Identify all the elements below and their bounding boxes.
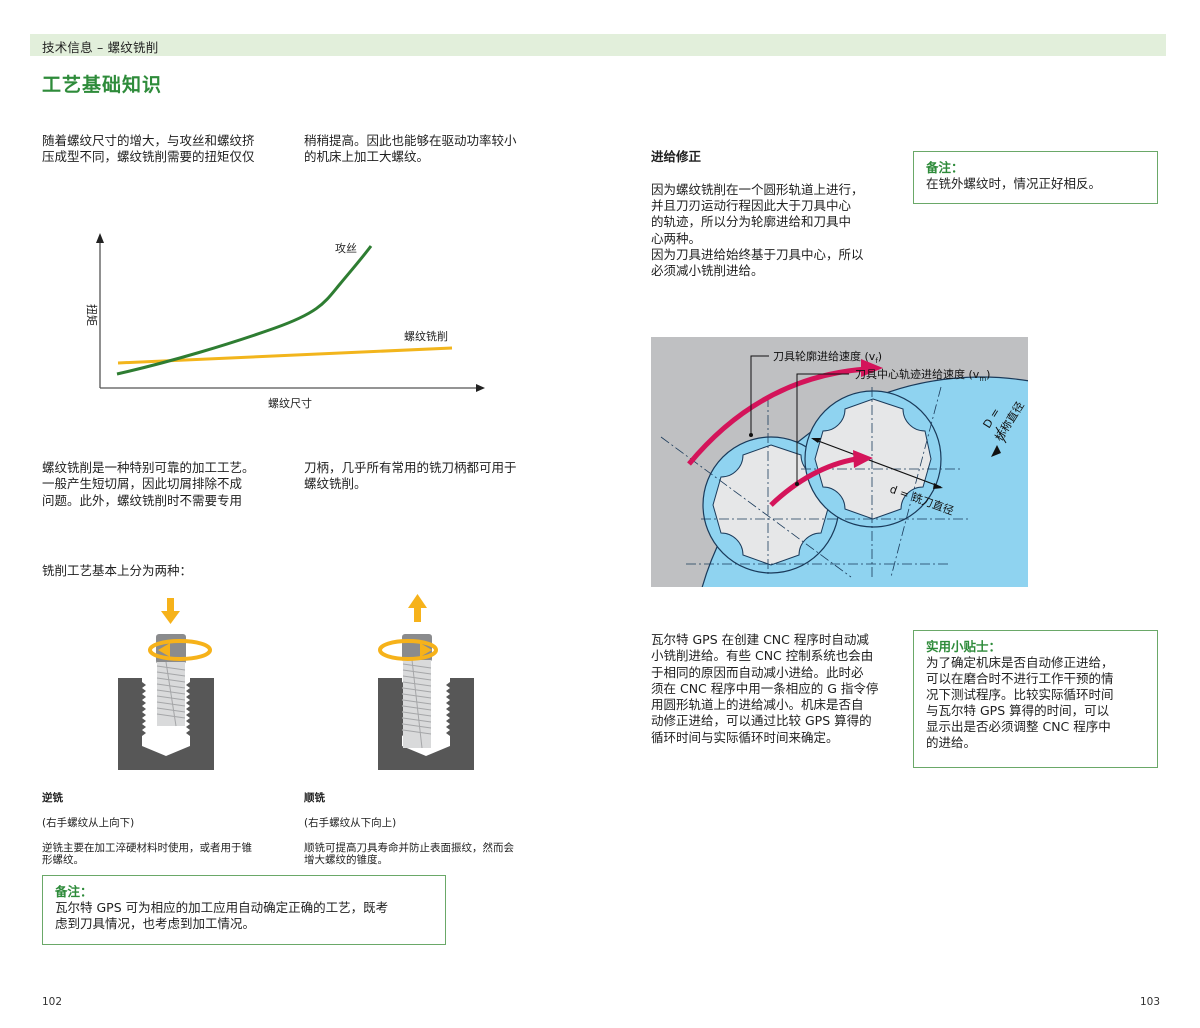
feed-correction-body: 因为螺纹铣削在一个圆形轨道上进行， 并且刀刃运动行程因此大于刀具中心 的轨迹，所… bbox=[651, 181, 864, 279]
climb-milling-title: 顺铣 bbox=[304, 791, 325, 804]
rotation-arrow-icon bbox=[148, 639, 212, 661]
section-header-bar: 技术信息 – 螺纹铣削 bbox=[30, 34, 1166, 56]
y-axis-arrow-icon bbox=[96, 233, 104, 243]
note-title: 备注： bbox=[55, 884, 93, 899]
gps-feed-paragraph: 瓦尔特 GPS 在创建 CNC 程序时自动减 小铣削进给。有些 CNC 控制系统… bbox=[651, 632, 879, 745]
contour-feed-leader bbox=[750, 355, 769, 435]
climb-milling-caption: 顺铣 (右手螺纹从下向上) 顺铣可提高刀具寿命并防止表面振纹，然而会 增大螺纹的… bbox=[304, 779, 564, 879]
conventional-milling-caption: 逆铣 (右手螺纹从上向下) 逆铣主要在加工淬硬材料时使用，或者用于锥 形螺纹。 bbox=[42, 779, 292, 879]
contour-feed-arrow bbox=[687, 366, 867, 466]
conventional-milling-illustration bbox=[118, 598, 214, 770]
climb-milling-subtitle: (右手螺纹从下向上) bbox=[304, 816, 397, 829]
feed-rate-diagram: 刀具轮廓进给速度 (vf) 刀具中心轨迹进给速度 (vm) d = 铣刀直径 D… bbox=[651, 337, 1028, 587]
note-body: 瓦尔特 GPS 可为相应的加工应用自动确定正确的工艺，既考 虑到刀具情况，也考虑… bbox=[55, 900, 389, 931]
tip-body: 为了确定机床是否自动修正进给， 可以在磨合时不进行工作干预的情 况下测试程序。比… bbox=[926, 655, 1114, 750]
cutter-diameter-dimension bbox=[812, 438, 942, 488]
intro-paragraph-col2: 稍稍提高。因此也能够在驱动功率较小 的机床上加工大螺纹。 bbox=[304, 133, 517, 165]
section-header-label: 技术信息 – 螺纹铣削 bbox=[42, 40, 159, 55]
center-feed-arrowhead-icon bbox=[853, 450, 873, 468]
page-title: 工艺基础知识 bbox=[42, 74, 163, 96]
x-axis-label: 螺纹尺寸 bbox=[268, 396, 312, 410]
note-box-external-thread: 备注： 在铣外螺纹时，情况正好相反。 bbox=[913, 151, 1158, 204]
page-number-left: 102 bbox=[42, 996, 63, 1008]
climb-milling-illustration bbox=[378, 594, 474, 770]
note-body: 在铣外螺纹时，情况正好相反。 bbox=[926, 176, 1102, 191]
rotation-arrow-icon bbox=[378, 639, 438, 661]
climb-milling-desc: 顺铣可提高刀具寿命并防止表面振纹，然而会 增大螺纹的锥度。 bbox=[304, 841, 514, 867]
tip-box-practical: 实用小贴士： 为了确定机床是否自动修正进给， 可以在磨合时不进行工作干预的情 况… bbox=[913, 630, 1158, 768]
center-feed-leader bbox=[796, 373, 849, 484]
y-axis-label: 扭矩 bbox=[85, 304, 99, 326]
torque-chart: 攻丝 螺纹铣削 螺纹尺寸 扭矩 bbox=[85, 233, 485, 410]
series-label-thread-milling: 螺纹铣削 bbox=[404, 329, 448, 343]
page-number-right: 103 bbox=[1140, 996, 1161, 1008]
note-title: 备注： bbox=[926, 160, 964, 175]
conventional-milling-subtitle: (右手螺纹从上向下) bbox=[42, 816, 135, 829]
note-box-gps-process: 备注： 瓦尔特 GPS 可为相应的加工应用自动确定正确的工艺，既考 虑到刀具情况… bbox=[42, 875, 446, 945]
contour-feed-arrowhead-icon bbox=[861, 359, 883, 377]
two-types-intro: 铣削工艺基本上分为两种： bbox=[42, 563, 193, 578]
feed-correction-title: 进给修正 bbox=[651, 149, 702, 165]
x-axis-arrow-icon bbox=[476, 384, 485, 392]
tip-title: 实用小贴士： bbox=[926, 639, 1002, 654]
cutter-upper-right bbox=[804, 390, 942, 528]
series-label-tapping: 攻丝 bbox=[335, 241, 357, 255]
conventional-milling-title: 逆铣 bbox=[42, 791, 63, 804]
series-tapping-curve bbox=[116, 245, 373, 376]
intro-paragraph-col1: 随着螺纹尺寸的增大，与攻丝和螺纹挤 压成型不同，螺纹铣削需要的扭矩仅仅 bbox=[42, 133, 255, 165]
down-arrow-icon bbox=[161, 611, 180, 624]
center-feed-label: 刀具中心轨迹进给速度 (vm) bbox=[855, 367, 990, 383]
reliability-paragraph-col2: 刀柄，几乎所有常用的铣刀柄都可用于 螺纹铣削。 bbox=[304, 460, 517, 492]
up-arrow-icon bbox=[408, 594, 427, 608]
reliability-paragraph-col1: 螺纹铣削是一种特别可靠的加工工艺。 一般产生短切屑，因此切屑排除不成 问题。此外… bbox=[42, 460, 255, 508]
contour-feed-label: 刀具轮廓进给速度 (vf) bbox=[773, 349, 882, 365]
feed-correction-section: 进给修正 因为螺纹铣削在一个圆形轨道上进行， 并且刀刃运动行程因此大于刀具中心 … bbox=[651, 133, 901, 296]
center-feed-arrow bbox=[769, 456, 857, 507]
conventional-milling-desc: 逆铣主要在加工淬硬材料时使用，或者用于锥 形螺纹。 bbox=[42, 841, 252, 867]
